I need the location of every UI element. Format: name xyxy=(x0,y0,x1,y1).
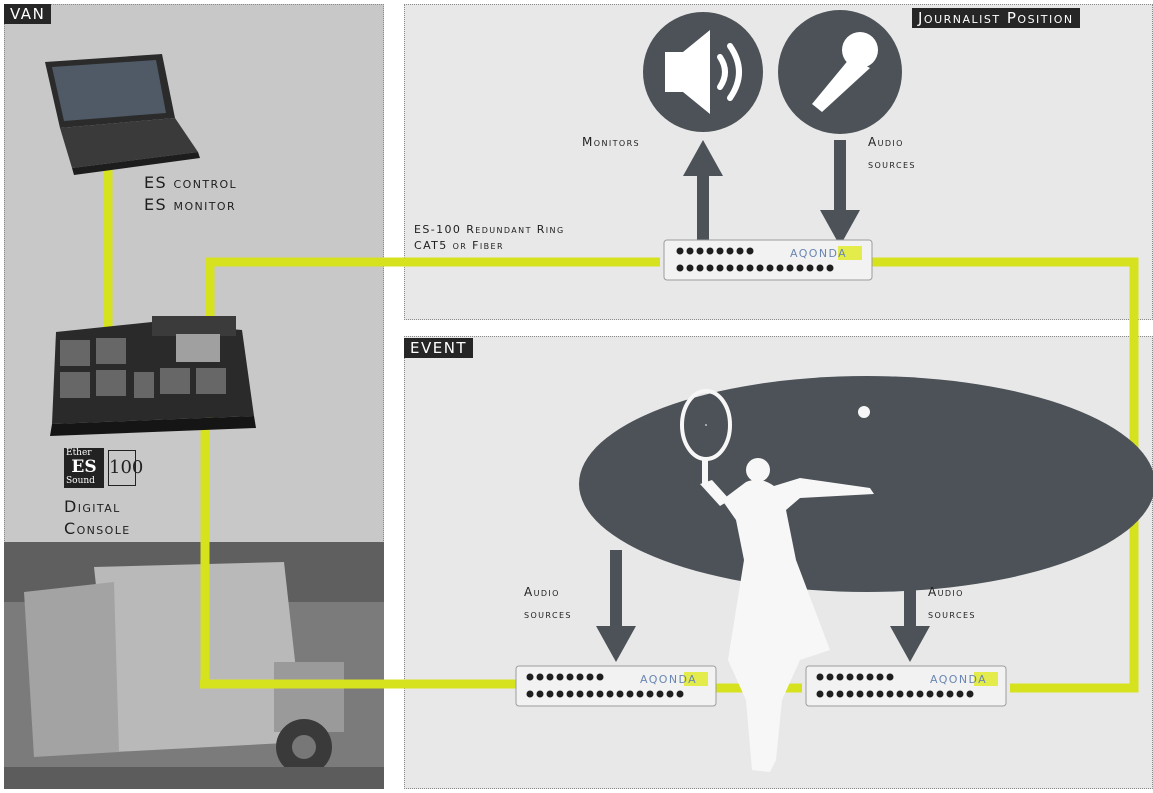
speaker-icon xyxy=(643,12,763,132)
es-monitor-label: ES monitor xyxy=(144,194,236,216)
audio-left-label-2: sources xyxy=(524,602,572,626)
logo-number: 100 xyxy=(108,450,136,486)
es-control-label: ES control xyxy=(144,172,237,194)
audio-sources-top-label-2: sources xyxy=(868,152,916,176)
event-tag: EVENT xyxy=(404,338,473,358)
audio-left-label-1: Audio xyxy=(524,580,560,604)
monitors-label: Monitors xyxy=(582,130,640,154)
mixing-console-icon xyxy=(50,316,256,436)
arrow-to-monitors xyxy=(683,140,723,244)
laptop-icon xyxy=(45,54,200,175)
audio-sources-top-label-1: Audio xyxy=(868,130,904,154)
device-brand-right: AQONDA xyxy=(930,672,987,688)
van-tag: VAN xyxy=(4,4,51,24)
logo-line3: Sound xyxy=(64,476,104,486)
device-brand-left: AQONDA xyxy=(640,672,697,688)
audio-right-label-2: sources xyxy=(928,602,976,626)
arrow-from-audio-top xyxy=(820,140,860,246)
journalist-tag: Journalist Position xyxy=(912,8,1080,28)
ethersound-logo: Ether ES Sound 100 xyxy=(64,448,136,488)
logo-line2: ES xyxy=(64,458,104,476)
microphone-icon xyxy=(778,10,902,134)
ring-label-1: ES-100 Redundant Ring xyxy=(414,222,565,238)
ring-label-2: CAT5 or Fiber xyxy=(414,238,504,254)
digital-console-label-2: Console xyxy=(64,518,131,540)
arrow-audio-left xyxy=(596,550,636,662)
device-brand-top: AQONDA xyxy=(790,246,847,262)
audio-right-label-1: Audio xyxy=(928,580,964,604)
digital-console-label-1: Digital xyxy=(64,496,121,518)
